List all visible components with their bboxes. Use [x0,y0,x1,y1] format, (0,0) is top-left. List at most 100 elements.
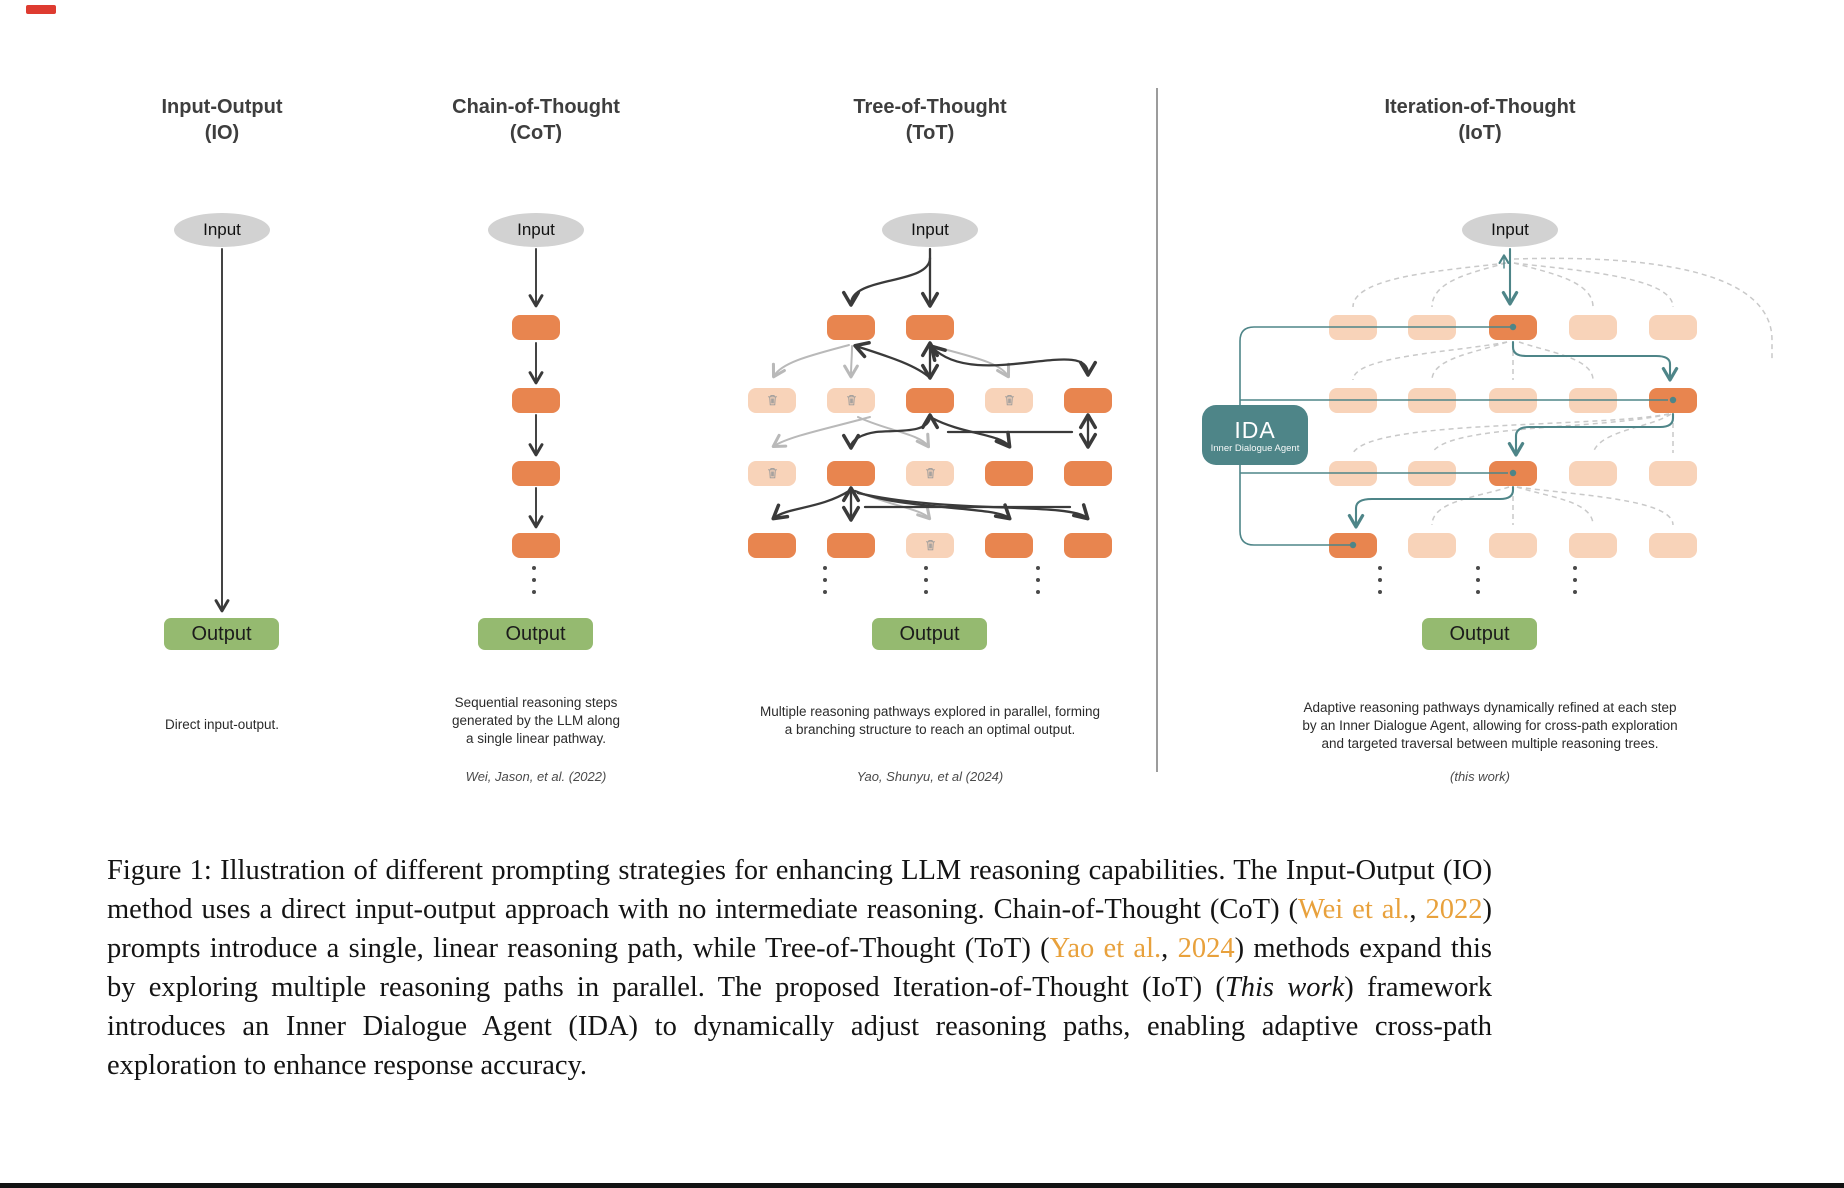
iot-ellipsis-dots-2 [1476,566,1480,594]
tot-caption-line1: Multiple reasoning pathways explored in … [760,704,1100,719]
thought-node-active [1649,387,1697,413]
trash-icon [846,395,856,406]
tot-attribution: Yao, Shunyu, et al (2024) [856,769,1004,784]
caption-text: ) prompts introduce a single, linear rea… [107,894,1492,964]
cot-input-node: Input [488,213,584,247]
thought-node-idle [1489,532,1537,558]
thought-node-idle [1649,314,1697,340]
thought-node-idle [1569,460,1617,486]
thought-node-active [748,532,796,558]
io-output-node: Output [164,618,279,650]
thought-node-idle [1489,387,1537,413]
iot-output-label: Output [1449,622,1510,645]
tot-ellipsis-dots-2 [924,566,928,594]
title-cot: Chain-of-Thought (CoT) [376,94,696,146]
thought-node-idle [1569,314,1617,340]
io-output-label: Output [191,622,252,645]
cot-caption: Sequential reasoning steps generated by … [316,694,756,748]
citation-text[interactable]: Yao et al. [1049,933,1162,964]
citation-text[interactable]: 2024 [1177,933,1235,964]
iot-output-node: Output [1422,618,1537,650]
cot-output-node: Output [478,618,593,650]
tot-pruned-edges [771,344,1011,521]
trash-icon [925,468,935,479]
caption-text: , [1409,894,1426,925]
trash-icon [1004,395,1014,406]
title-io: Input-Output (IO) [62,94,382,146]
cot-caption-line3: a single linear pathway. [465,731,607,746]
cot-output-label: Output [505,622,566,645]
thought-node-active [1489,460,1537,486]
thought-node-idle [1408,532,1456,558]
iot-input-node: Input [1462,213,1558,247]
title-io-line2: (IO) [204,122,240,144]
iot-ellipsis-dots-3 [1573,566,1577,594]
thought-node-active [1489,314,1537,340]
iot-ellipsis-dots-1 [1378,566,1382,594]
thought-node-active [906,387,954,413]
title-tot-line2: (ToT) [905,122,955,144]
thought-node-active [985,460,1033,486]
thought-node-idle [1649,460,1697,486]
io-input-label: Input [203,220,241,239]
ida-sublabel: Inner Dialogue Agent [1210,442,1300,454]
thought-node-active [906,314,954,340]
thought-node-pruned [827,387,875,413]
cot-input-label: Input [517,220,555,239]
caption-text: ) framework introduces an Inner Dialogue… [107,972,1492,1081]
io-caption-line: Direct input-output. [164,717,280,732]
title-io-line1: Input-Output [161,96,283,118]
thought-node-active [512,314,560,340]
title-iot-line1: Iteration-of-Thought [1384,96,1576,118]
tot-input-node: Input [882,213,978,247]
ida-box: IDA Inner Dialogue Agent [1202,405,1308,465]
iot-path-edges [1347,247,1679,529]
thought-node-idle [1408,460,1456,486]
iot-caption-line3: and targeted traversal between multiple … [1321,736,1659,751]
thought-node-pruned [748,387,796,413]
tot-ellipsis-dots-1 [823,566,827,594]
ida-label: IDA [1234,416,1276,443]
tot-output-node: Output [872,618,987,650]
thought-node-active [512,387,560,413]
thought-node-active [827,460,875,486]
cot-ellipsis-dots [532,566,536,594]
cot-caption-line2: generated by the LLM along [451,713,621,728]
title-iot: Iteration-of-Thought (IoT) [1320,94,1640,146]
title-tot-line1: Tree-of-Thought [853,96,1007,118]
iot-caption-line1: Adaptive reasoning pathways dynamically … [1303,700,1677,715]
red-marker [26,5,56,14]
tot-input-label: Input [911,220,949,239]
thought-node-active [827,532,875,558]
title-cot-line1: Chain-of-Thought [452,96,620,118]
thought-node-active [1064,460,1112,486]
caption-text: , [1161,933,1178,964]
iot-path-dots [1349,323,1677,549]
iot-caption-line2: by an Inner Dialogue Agent, allowing for… [1302,718,1678,733]
title-cot-line2: (CoT) [509,122,563,144]
thought-node-idle [1569,532,1617,558]
thought-node-pruned [906,460,954,486]
trash-icon [925,540,935,551]
caption-text: Figure 1: Illustration of different prom… [107,855,1492,925]
tot-caption: Multiple reasoning pathways explored in … [710,703,1150,739]
thought-node-idle [1329,314,1377,340]
thought-node-pruned [748,460,796,486]
tot-edges [771,247,1098,522]
io-caption: Direct input-output. [2,716,442,734]
thought-node-idle [1329,387,1377,413]
iot-caption: Adaptive reasoning pathways dynamically … [1270,699,1710,753]
citation-text[interactable]: 2022 [1425,894,1483,925]
tot-output-label: Output [899,622,960,645]
thought-node-active [512,532,560,558]
iot-attribution: (this work) [1450,769,1510,784]
caption-text: ) methods expand this by exploring multi… [107,933,1493,1003]
trash-icon [767,395,777,406]
thought-node-active [1064,532,1112,558]
figure-caption: Figure 1: Illustration of different prom… [107,851,1492,1085]
tot-ellipsis-dots-3 [1036,566,1040,594]
panel-divider [1156,88,1158,772]
thought-node-active [512,460,560,486]
citation-text[interactable]: Wei et al. [1298,894,1410,925]
